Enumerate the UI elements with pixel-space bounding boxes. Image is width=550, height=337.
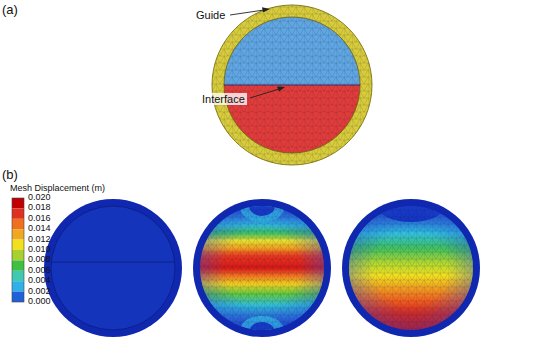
leader-line [230,7,285,98]
scale-value: 0.014 [28,224,51,234]
displacement-plot [44,199,182,337]
panel-label: (a) [2,3,18,17]
scale-value: 0.012 [28,235,51,245]
guide-section [212,5,372,165]
scale-value: 0.006 [28,266,51,276]
callout-label: Guide [196,9,225,21]
scale-title: Mesh Displacement (m) [10,184,105,194]
displacement-plot [342,190,480,337]
scale-value: 0.020 [28,193,51,203]
scale-value: 0.000 [28,297,51,307]
callout-label: Interface [200,93,247,105]
panel-label: (b) [2,168,18,182]
scale-value: 0.010 [28,245,51,255]
scale-value: 0.018 [28,203,51,213]
scale-value: 0.016 [28,214,51,224]
scale-value: 0.002 [28,287,51,297]
displacement-plot [193,194,331,337]
scale-value: 0.004 [28,276,51,286]
color-bar [12,198,24,302]
scale-value: 0.008 [28,255,51,265]
